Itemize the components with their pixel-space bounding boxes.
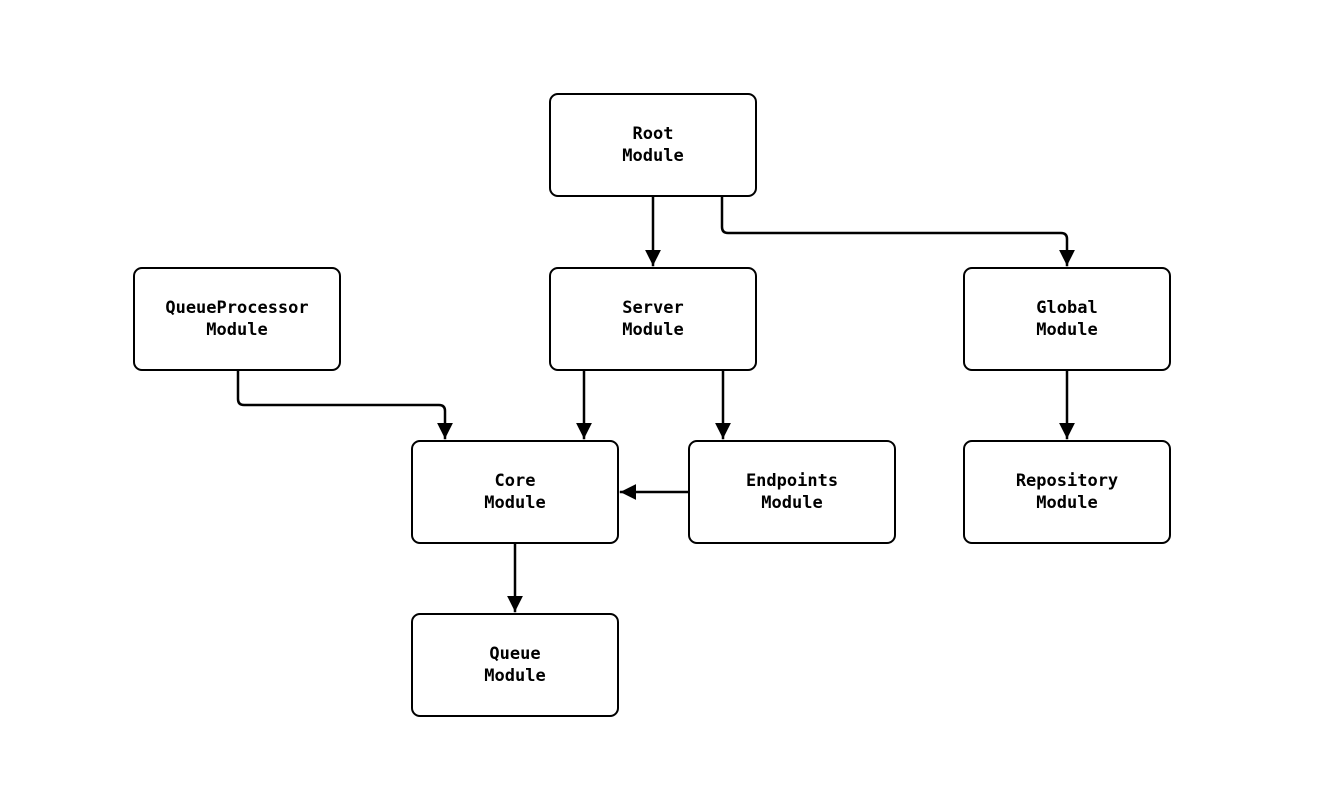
node-label-line2: Module — [1036, 493, 1098, 513]
node-queue-module: Queue Module — [411, 613, 619, 717]
node-label-line1: Repository — [1015, 471, 1119, 491]
node-label-line2: Module — [206, 320, 268, 340]
node-root-module: Root Module — [549, 93, 757, 197]
edge-queueprocessor-to-core — [236, 369, 453, 440]
node-label-line1: Queue — [489, 644, 541, 664]
node-server-module: Server Module — [549, 267, 757, 371]
node-label-line1: QueueProcessor — [165, 298, 309, 318]
node-label-line2: Module — [484, 493, 546, 513]
node-label-line1: Core — [494, 471, 536, 491]
node-label-line1: Root — [632, 124, 674, 144]
edge-root-to-global — [720, 195, 1075, 267]
node-label-line2: Module — [1036, 320, 1098, 340]
node-label-line1: Endpoints — [745, 471, 839, 491]
node-global-module: Global Module — [963, 267, 1171, 371]
node-queueprocessor-module: QueueProcessor Module — [133, 267, 341, 371]
node-label-line1: Global — [1036, 298, 1098, 318]
node-label-line2: Module — [484, 666, 546, 686]
node-label-line2: Module — [622, 320, 684, 340]
node-label-line1: Server — [622, 298, 684, 318]
node-endpoints-module: Endpoints Module — [688, 440, 896, 544]
node-repository-module: Repository Module — [963, 440, 1171, 544]
node-label-line2: Module — [622, 146, 684, 166]
node-label-line2: Module — [761, 493, 823, 513]
node-core-module: Core Module — [411, 440, 619, 544]
